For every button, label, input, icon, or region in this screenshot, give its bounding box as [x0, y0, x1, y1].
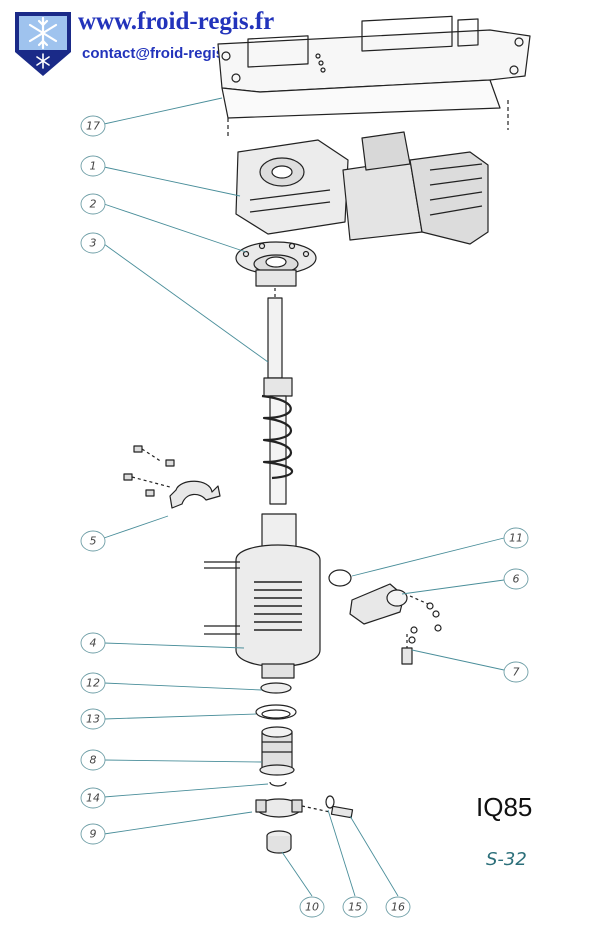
- mounting-bracket-part: [217, 15, 531, 136]
- callout-label-9: 9: [90, 828, 97, 841]
- callout-label-4: 4: [90, 637, 97, 650]
- callout-label-12: 12: [86, 677, 100, 690]
- bottom-clamp-part: [255, 798, 331, 818]
- callout-1: [80, 155, 106, 177]
- callout-label-10: 10: [305, 901, 319, 914]
- callout-4: [80, 632, 106, 654]
- callout-7: [503, 661, 529, 683]
- callout-12: [80, 672, 106, 694]
- callout-label-2: 2: [90, 198, 97, 211]
- callout-14: [80, 787, 106, 809]
- callout-label-5: 5: [90, 535, 97, 548]
- callout-9: [80, 823, 106, 845]
- callout-6: [503, 568, 529, 590]
- cap-part: [266, 830, 292, 854]
- seal-13-part: [255, 704, 297, 720]
- screw-part: [401, 634, 413, 665]
- callout-16: [385, 896, 411, 918]
- pin-part: [330, 805, 354, 819]
- o-ring-part: [328, 569, 352, 587]
- contact-email[interactable]: contact@froid-regis.fr: [82, 45, 240, 62]
- bearing-part: [259, 726, 295, 776]
- callout-17: [80, 115, 106, 137]
- callout-3: [80, 232, 106, 254]
- callout-label-8: 8: [90, 754, 97, 767]
- ring-15-part: [325, 795, 335, 809]
- callout-15: [342, 896, 368, 918]
- callout-5: [80, 530, 106, 552]
- sheet-reference: S-32: [486, 849, 527, 870]
- callout-13: [80, 708, 106, 730]
- callout-10: [299, 896, 325, 918]
- callout-label-17: 17: [86, 120, 100, 133]
- callout-11: [503, 527, 529, 549]
- callout-label-14: 14: [86, 792, 100, 805]
- clamp-bolts-part: [123, 445, 221, 509]
- snowflake-logo-icon: [15, 12, 71, 76]
- callout-label-15: 15: [348, 901, 362, 914]
- callout-label-3: 3: [90, 237, 97, 250]
- callout-label-6: 6: [513, 573, 520, 586]
- callout-label-7: 7: [513, 666, 520, 679]
- outlet-nozzle-part: [349, 583, 442, 644]
- freezing-cylinder-part: [204, 513, 321, 679]
- callout-label-1: 1: [90, 160, 97, 173]
- model-label: IQ85: [476, 792, 533, 822]
- seal-12-part: [260, 682, 292, 694]
- callout-label-13: 13: [86, 713, 100, 726]
- flange-part: [235, 241, 317, 287]
- callout-2: [80, 193, 106, 215]
- auger-shaft-part: [261, 288, 294, 505]
- site-url[interactable]: www.froid-regis.fr: [78, 8, 275, 35]
- gear-motor-part: [235, 131, 489, 245]
- callout-label-11: 11: [509, 532, 523, 545]
- callout-label-16: 16: [391, 901, 405, 914]
- leader-lines: [103, 97, 505, 897]
- circlip-part: [269, 781, 287, 787]
- callout-8: [80, 749, 106, 771]
